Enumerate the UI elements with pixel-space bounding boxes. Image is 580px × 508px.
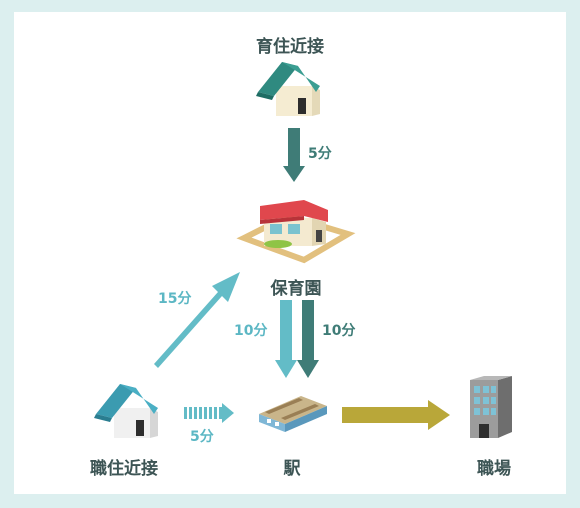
arrow-hoikuen-to-eki-dark xyxy=(297,300,319,380)
node-label-shokuba: 職場 xyxy=(477,459,511,479)
time-ikuju-to-hoikuen: 5分 xyxy=(308,146,332,162)
node-label-hoikuen: 保育園 xyxy=(270,279,322,299)
arrow-hoikuen-to-eki-light xyxy=(275,300,297,380)
time-hoikuen-to-eki-a: 10分 xyxy=(234,323,268,339)
nursery-school-icon xyxy=(236,192,356,264)
node-label-ikuju: 育住近接 xyxy=(256,37,324,57)
office-building-icon xyxy=(466,374,518,440)
train-station-icon xyxy=(255,392,331,438)
time-shokuju-to-hoikuen: 15分 xyxy=(158,291,192,307)
time-hoikuen-to-eki-b: 10分 xyxy=(322,323,356,339)
arrow-shokuju-to-hoikuen xyxy=(150,270,240,368)
house-icon xyxy=(92,378,164,442)
node-label-shokuju: 職住近接 xyxy=(90,459,158,479)
house-icon xyxy=(254,56,326,120)
arrow-eki-to-shokuba xyxy=(342,400,452,430)
time-shokuju-to-eki: 5分 xyxy=(190,429,214,445)
node-label-eki: 駅 xyxy=(283,459,301,479)
arrow-shokuju-to-eki xyxy=(184,403,236,423)
arrow-ikuju-to-hoikuen xyxy=(283,128,305,184)
